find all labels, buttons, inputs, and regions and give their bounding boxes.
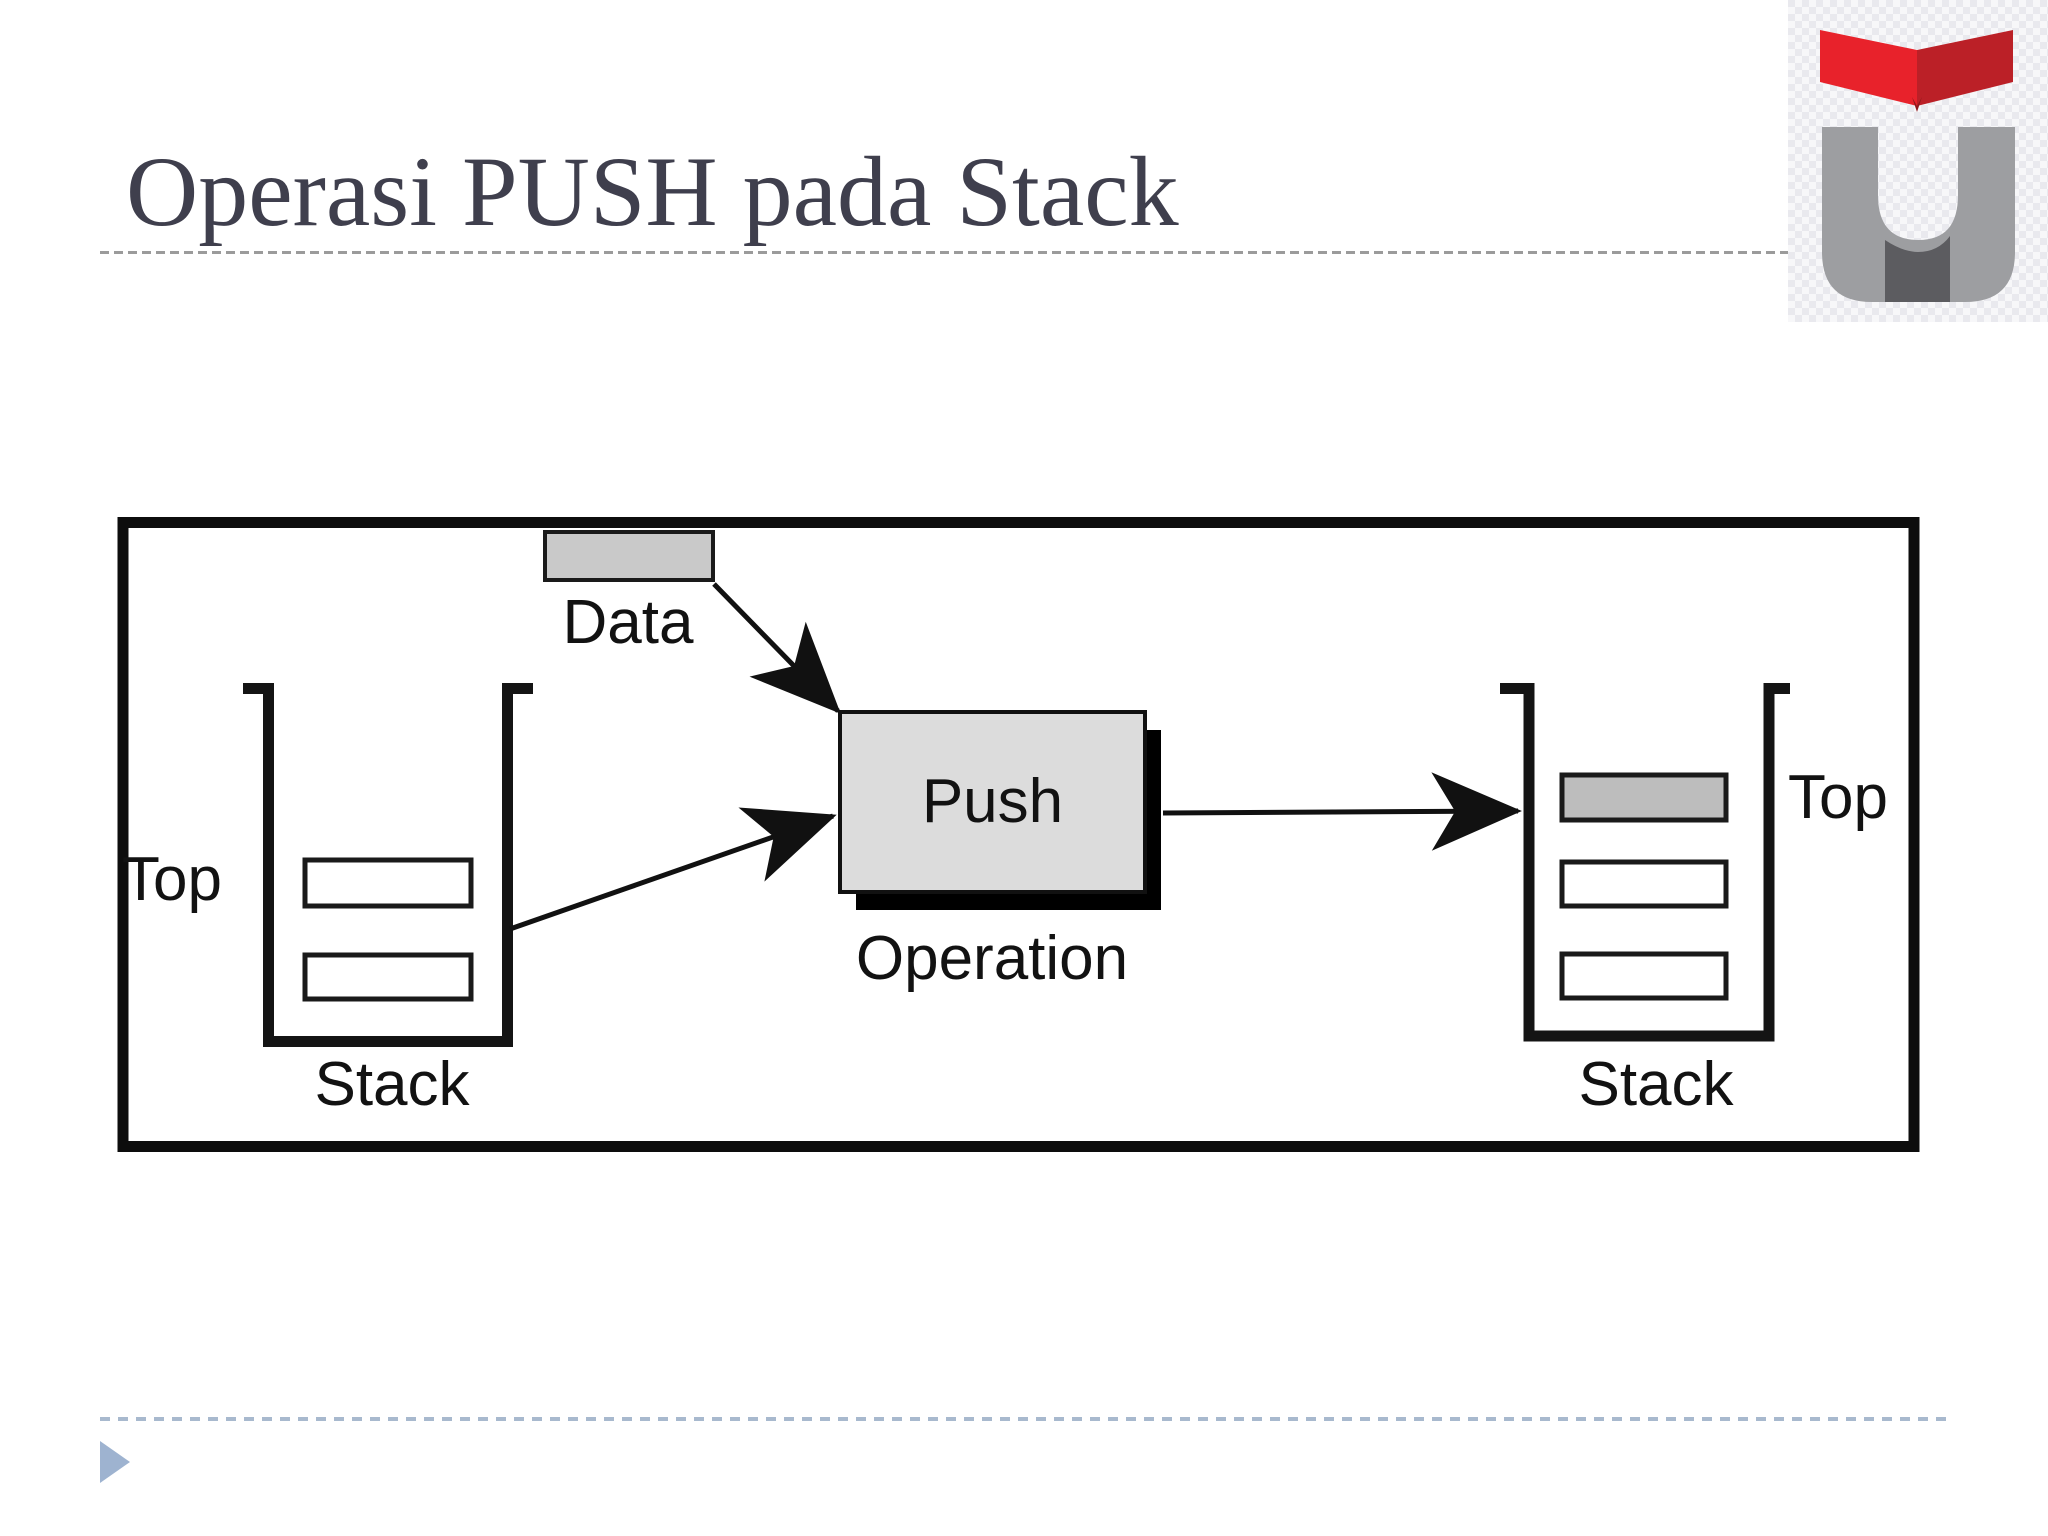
title-divider-dashed-line bbox=[100, 251, 1788, 254]
push-box-label: Push bbox=[921, 766, 1064, 836]
right-stack-top-label: Top bbox=[1788, 762, 1888, 832]
arrow-left-stack-to-push bbox=[509, 807, 837, 932]
left-stack-label: Stack bbox=[314, 1049, 470, 1119]
data-box-label: Data bbox=[562, 587, 694, 657]
left-stack-cell-2 bbox=[302, 952, 474, 1002]
right-stack-cell-pushed bbox=[1559, 772, 1729, 823]
university-logo bbox=[1788, 0, 2048, 322]
logo-book-icon bbox=[1820, 30, 2013, 112]
logo-u-icon bbox=[1822, 127, 2015, 302]
right-stack-container bbox=[1500, 683, 1790, 1042]
arrow-push-to-right-stack bbox=[1162, 772, 1522, 851]
operation-caption: Operation bbox=[855, 923, 1129, 993]
left-stack-top-label: Top bbox=[122, 844, 222, 914]
footer-divider-dashed-line bbox=[100, 1417, 1947, 1421]
slide-title: Operasi PUSH pada Stack bbox=[126, 136, 1179, 247]
left-stack-cell-1 bbox=[302, 857, 474, 909]
right-stack-cell-3 bbox=[1559, 951, 1729, 1001]
left-stack-container bbox=[243, 683, 533, 1047]
push-box bbox=[838, 710, 1147, 894]
right-stack-label: Stack bbox=[1578, 1049, 1734, 1119]
arrow-data-to-push bbox=[712, 582, 841, 714]
data-box bbox=[543, 530, 715, 582]
footer-bullet-icon bbox=[100, 1441, 130, 1483]
logo-graphic bbox=[1820, 30, 2015, 302]
right-stack-cell-2 bbox=[1559, 859, 1729, 909]
